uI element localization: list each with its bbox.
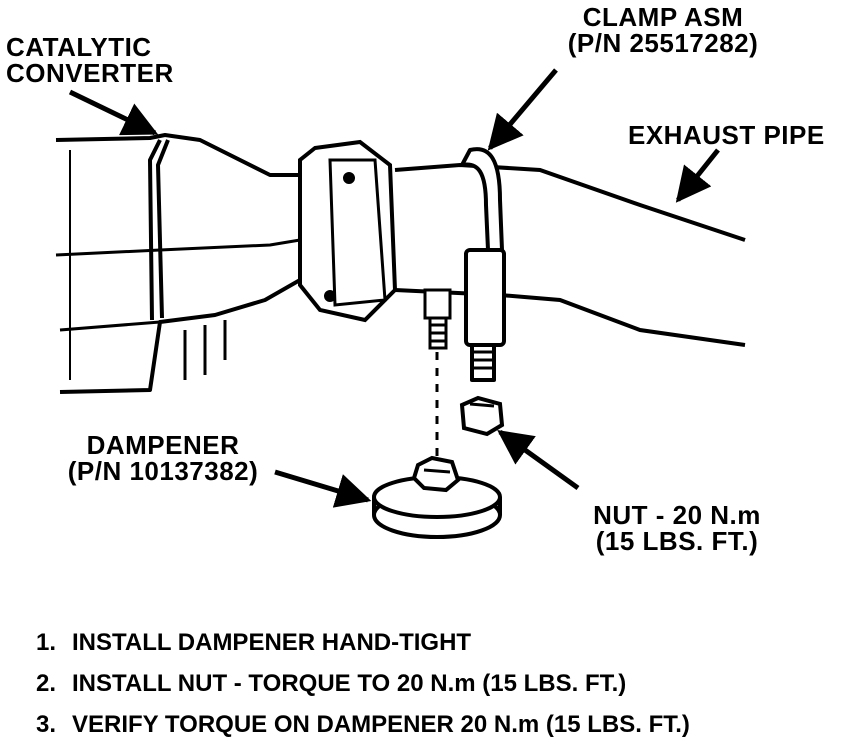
step-text: INSTALL NUT - TORQUE TO 20 N.m (15 LBS. … xyxy=(72,670,627,697)
dampener-label: DAMPENER (P/N 10137382) xyxy=(48,432,278,484)
nut-label-line2: (15 LBS. FT.) xyxy=(595,526,759,556)
nut-label: NUT - 20 N.m (15 LBS. FT.) xyxy=(572,502,782,554)
diagram-drawing xyxy=(55,68,746,539)
clamp-label-line1: CLAMP ASM xyxy=(582,2,744,32)
exhaust-pipe-arrow xyxy=(675,148,720,203)
dampener-label-line2: (P/N 10137382) xyxy=(67,456,259,486)
clamp-arrow xyxy=(487,68,558,151)
step-number: 1. xyxy=(36,629,57,656)
catalytic-converter-label-line1: CATALYTIC xyxy=(6,32,152,62)
nut-shape xyxy=(459,395,505,437)
dampener-shape xyxy=(372,455,502,539)
leader-arrows xyxy=(68,68,720,508)
catalytic-converter-label-line2: CONVERTER xyxy=(6,58,174,88)
clamp-label-line2: (P/N 25517282) xyxy=(567,28,759,58)
nut-arrow xyxy=(497,429,580,491)
instruction-steps: 1. INSTALL DAMPENER HAND-TIGHT 2. INSTALL … xyxy=(36,628,856,751)
step-item: 1. INSTALL DAMPENER HAND-TIGHT xyxy=(36,628,856,669)
dampener-stud-shape xyxy=(423,288,452,460)
dampener-label-line1: DAMPENER xyxy=(86,430,240,460)
catalytic-converter-label: CATALYTIC CONVERTER xyxy=(6,34,174,86)
clamp-shape xyxy=(460,147,506,382)
clamp-label: CLAMP ASM (P/N 25517282) xyxy=(548,4,778,56)
catalytic-converter-arrow xyxy=(68,89,159,136)
dampener-arrow xyxy=(274,469,372,508)
flange-shape xyxy=(298,139,398,323)
step-number: 3. xyxy=(36,711,57,738)
step-text: INSTALL DAMPENER HAND-TIGHT xyxy=(72,629,472,656)
step-item: 3. VERIFY TORQUE ON DAMPENER 20 N.m (15 L… xyxy=(36,710,856,751)
step-item: 2. INSTALL NUT - TORQUE TO 20 N.m (15 LBS… xyxy=(36,669,856,710)
step-number: 2. xyxy=(36,670,57,697)
exhaust-assembly-diagram xyxy=(55,68,746,539)
catalytic-converter-shape xyxy=(55,133,302,394)
step-text: VERIFY TORQUE ON DAMPENER 20 N.m (15 LBS… xyxy=(72,711,690,738)
exhaust-pipe-label: EXHAUST PIPE xyxy=(628,120,825,150)
nut-label-line1: NUT - 20 N.m xyxy=(593,500,761,530)
